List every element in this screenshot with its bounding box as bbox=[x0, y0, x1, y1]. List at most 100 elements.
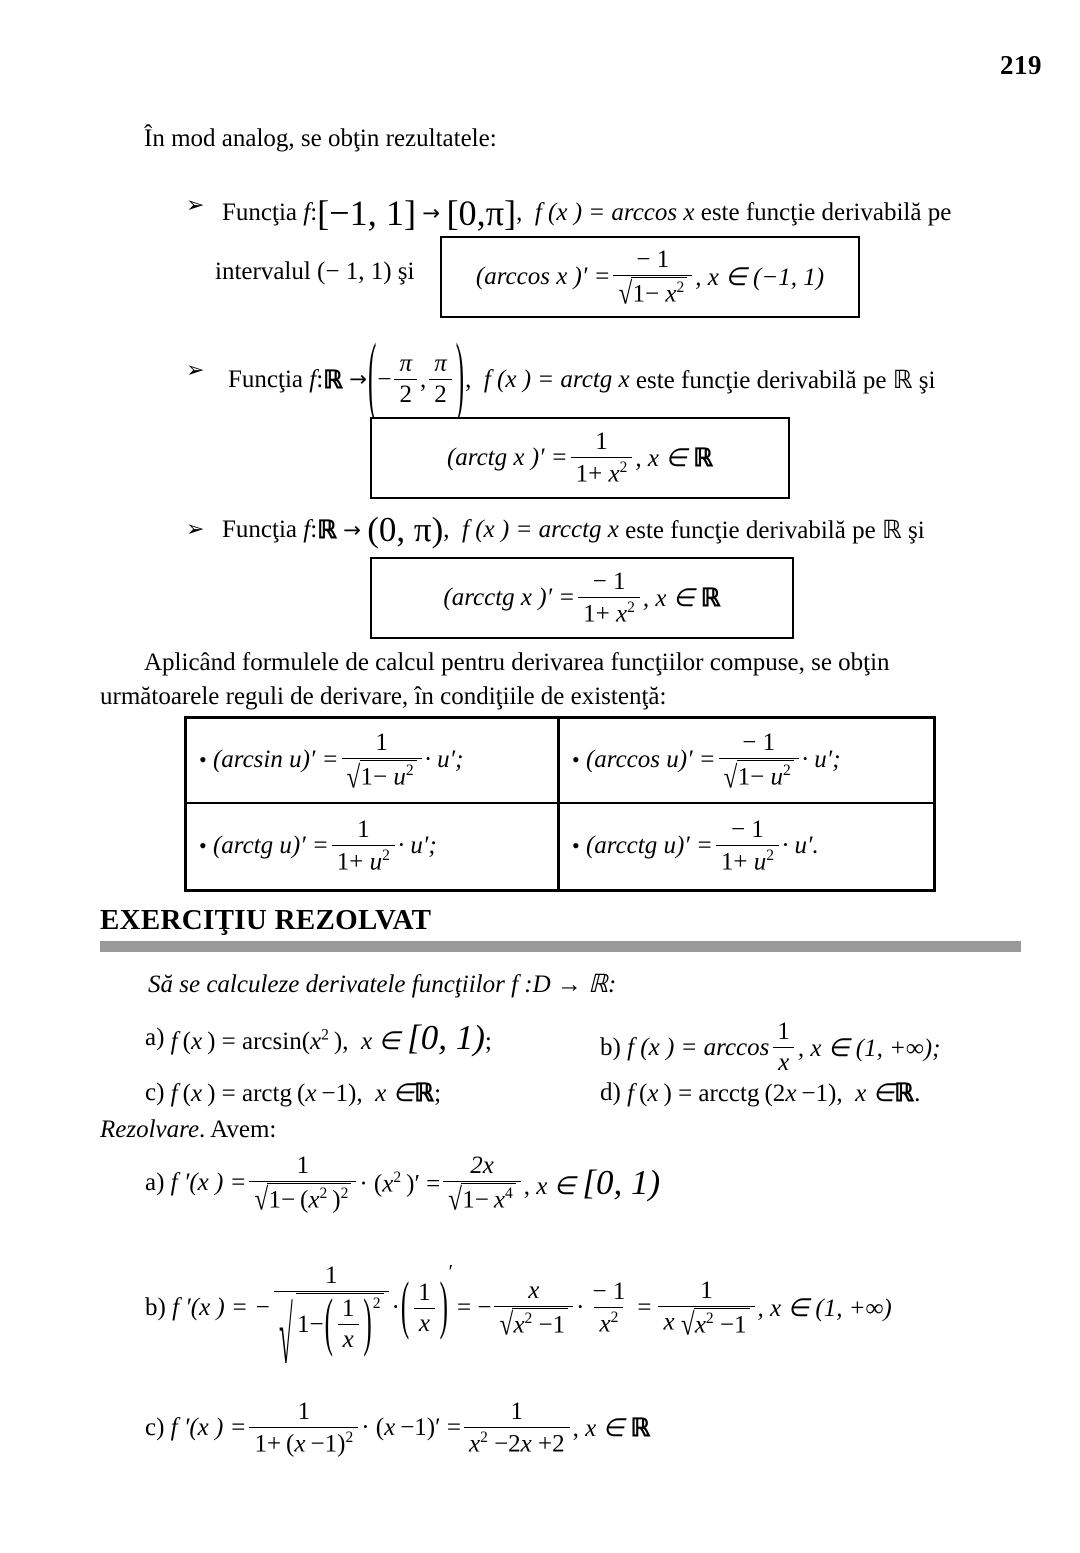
solution-b: b) f ′(x ) = − 1 √ 1− ( 1 x bbox=[145, 1261, 892, 1379]
bullet-1-fx: f (x ) = arccos x bbox=[534, 199, 695, 226]
arctg-lhs: (arctg x )′ = bbox=[446, 443, 568, 471]
radical-icon: √ bbox=[723, 761, 738, 795]
item-d-text: f (x ) = arcctg (2x −1), x ∈ℝ. bbox=[627, 1080, 921, 1107]
bullet-2-frac-left: π 2 bbox=[394, 350, 417, 409]
solution-a-frac2-num: 2x bbox=[470, 1152, 494, 1179]
solution-b-eq-minus: = − bbox=[456, 1294, 492, 1321]
bullet-1-f: f bbox=[303, 199, 311, 226]
arctg-u-numerator: 1 bbox=[357, 816, 370, 844]
exercise-item-a: a) f (x ) = arcsin(x2 ), x ∈ [0, 1); bbox=[145, 1018, 492, 1058]
arcctg-lhs: (arcctg x )′ = bbox=[443, 583, 576, 611]
arcctg-condition: , x ∈ ℝ bbox=[642, 584, 721, 612]
table-cell-arcsin: • (arcsin u)′ = 1 √ 1− u2 · u′; bbox=[187, 719, 560, 804]
item-b-post: , x ∈ (1, +∞); bbox=[797, 1034, 941, 1062]
cell-bullet: • bbox=[572, 747, 580, 773]
item-a-label: a) bbox=[145, 1024, 165, 1051]
arccos-lhs: (arccos x )′ = bbox=[475, 262, 611, 290]
solution-b-label: b) bbox=[145, 1294, 166, 1321]
solution-b-frac2-num: x bbox=[528, 1276, 540, 1304]
bullet-3-suffix: este funcţie derivabilă pe ℝ şi bbox=[625, 517, 925, 544]
composite-rules-table: • (arcsin u)′ = 1 √ 1− u2 · u′; • bbox=[184, 716, 936, 892]
bullet-1-prefix: Funcţia bbox=[222, 199, 297, 226]
arctg-u-denominator: 1+ u2 bbox=[331, 845, 395, 876]
radical-icon: √ bbox=[448, 1183, 462, 1218]
bullet-2-arrow-icon: → bbox=[349, 367, 368, 392]
bullet-2-colon: : bbox=[316, 365, 324, 393]
solution-b-eq2: = bbox=[637, 1294, 652, 1321]
solution-c-label: c) bbox=[145, 1414, 165, 1442]
arcctg-fraction: − 1 1+ x2 bbox=[578, 568, 640, 628]
solution-a-condition: , x ∈ [0, 1) bbox=[523, 1163, 661, 1203]
solution-c-frac2: 1 x2 −2x +2 bbox=[463, 1398, 570, 1458]
bullet-3-codomain: (0, π) bbox=[367, 510, 444, 549]
solution-a-frac2: 2x √ 1− x4 bbox=[443, 1152, 521, 1218]
arccos-u-numerator: − 1 bbox=[742, 729, 776, 757]
solution-b-condition: , x ∈ (1, +∞) bbox=[757, 1295, 892, 1322]
cell-bullet: • bbox=[199, 833, 207, 859]
bullet-3-marker: ➢ bbox=[186, 517, 204, 542]
solution-b-root-pre: 1− bbox=[296, 1310, 324, 1338]
page-number: 219 bbox=[1000, 50, 1042, 80]
item-b-pre: f (x ) = arccos bbox=[627, 1033, 770, 1061]
sqrt-1-minus-x2: √ 1− x2 bbox=[618, 276, 688, 310]
solution-b-frac2-den: √ x2 −1 bbox=[494, 1305, 574, 1341]
radical-icon: √ bbox=[680, 1308, 695, 1343]
solution-c-frac1-den: 1+ (x −1)2 bbox=[249, 1427, 359, 1458]
bullet-1-arrow-icon: → bbox=[422, 200, 441, 226]
solution-c: c) f ′(x ) = 1 1+ (x −1)2 · (x −1)′ = 1 … bbox=[145, 1398, 650, 1458]
bullet-2-marker: ➢ bbox=[186, 358, 204, 383]
solution-a-mid: · (x2 )′ = bbox=[359, 1168, 441, 1197]
solution-b-mid2: · bbox=[576, 1294, 585, 1321]
solution-b-frac4-num: 1 bbox=[700, 1276, 713, 1304]
arctg-u-tail: · u′; bbox=[397, 832, 437, 860]
solution-c-condition: , x ∈ ℝ bbox=[572, 1415, 651, 1443]
solution-b-root-sup: 2 bbox=[372, 1295, 381, 1312]
solution-c-lhs: f ′(x ) = bbox=[170, 1414, 247, 1442]
bullet-3-fx: f (x ) = arcctg x bbox=[462, 516, 619, 543]
composite-intro-line2: următoarele reguli de derivare, în condi… bbox=[100, 683, 667, 710]
paren-open: ( bbox=[368, 329, 377, 427]
arctg-u-fraction: 1 1+ u2 bbox=[331, 816, 395, 876]
bullet-1-colon: : bbox=[310, 199, 318, 226]
two-den: 2 bbox=[429, 379, 452, 409]
arcsin-denominator: √ 1− u2 bbox=[341, 758, 422, 795]
paren-close: ) bbox=[455, 329, 465, 427]
radical-icon: √ bbox=[346, 761, 361, 795]
solution-b-frac4-den-pre: x bbox=[663, 1308, 675, 1336]
solution-b-frac1-den: √ 1− ( 1 x ) 2 bbox=[273, 1288, 389, 1378]
two-den: 2 bbox=[394, 379, 417, 409]
bullet-arrow-icon: ➢ bbox=[186, 517, 205, 542]
bullet-2-f: f bbox=[309, 365, 317, 393]
bullet-arrow-icon: ➢ bbox=[186, 193, 205, 218]
bullet-2-frac-right: π 2 bbox=[429, 350, 452, 409]
arcctg-u-denominator: 1+ u2 bbox=[715, 845, 779, 876]
solution-b-lhs: f ′(x ) = − bbox=[172, 1294, 271, 1321]
solution-lead-text: . Avem: bbox=[199, 1116, 277, 1143]
bullet-3-prefix: Funcţia bbox=[222, 516, 297, 543]
bullet-3-domain: ℝ bbox=[317, 517, 337, 544]
arccos-u-denominator: √ 1− u2 bbox=[718, 758, 799, 795]
arccos-u-lhs: (arccos u)′ = bbox=[585, 746, 716, 774]
solution-c-frac1-num: 1 bbox=[297, 1398, 311, 1425]
arcsin-tail: · u′; bbox=[424, 746, 464, 774]
table-cell-arcctg: • (arcctg u)′ = − 1 1+ u2 · u′. bbox=[560, 804, 933, 889]
bullet-2-line1: Funcţia f : ℝ → ( − π 2 , π 2 ) , f (x )… bbox=[228, 329, 935, 426]
intro-paragraph: În mod analog, se obţin rezultatele: bbox=[144, 125, 497, 152]
solution-c-frac2-den: x2 −2x +2 bbox=[463, 1427, 570, 1458]
solution-a: a) f ′(x ) = 1 √ 1− (x2 )2 · (x2 )′ = 2x… bbox=[145, 1152, 661, 1218]
arcctg-u-numerator: − 1 bbox=[731, 816, 764, 844]
arcctg-denominator: 1+ x2 bbox=[578, 596, 640, 628]
solution-b-frac4-den: x √ x2 −1 bbox=[658, 1305, 755, 1343]
solution-b-paren-fraction: 1 x bbox=[413, 1279, 436, 1338]
solution-b-mid1: · bbox=[391, 1294, 400, 1321]
solution-b-inner-den: x bbox=[337, 1324, 359, 1354]
formula-box-arctg: (arctg x )′ = 1 1+ x2 , x ∈ ℝ bbox=[370, 417, 790, 499]
solution-b-derivative-paren: ( 1 x ) bbox=[400, 1271, 448, 1342]
section-heading-exercise: EXERCIŢIU REZOLVAT bbox=[100, 904, 432, 936]
bullet-1-suffix: este funcţie derivabilă pe bbox=[700, 199, 952, 226]
arctg-u-lhs: (arctg u)′ = bbox=[212, 832, 329, 860]
solution-b-frac1: 1 √ 1− ( 1 x ) bbox=[273, 1262, 389, 1378]
bullet-1-codomain: [0,π] bbox=[446, 193, 517, 233]
solution-b-frac3: − 1 x2 bbox=[587, 1278, 630, 1338]
pi-num: π bbox=[399, 350, 412, 377]
